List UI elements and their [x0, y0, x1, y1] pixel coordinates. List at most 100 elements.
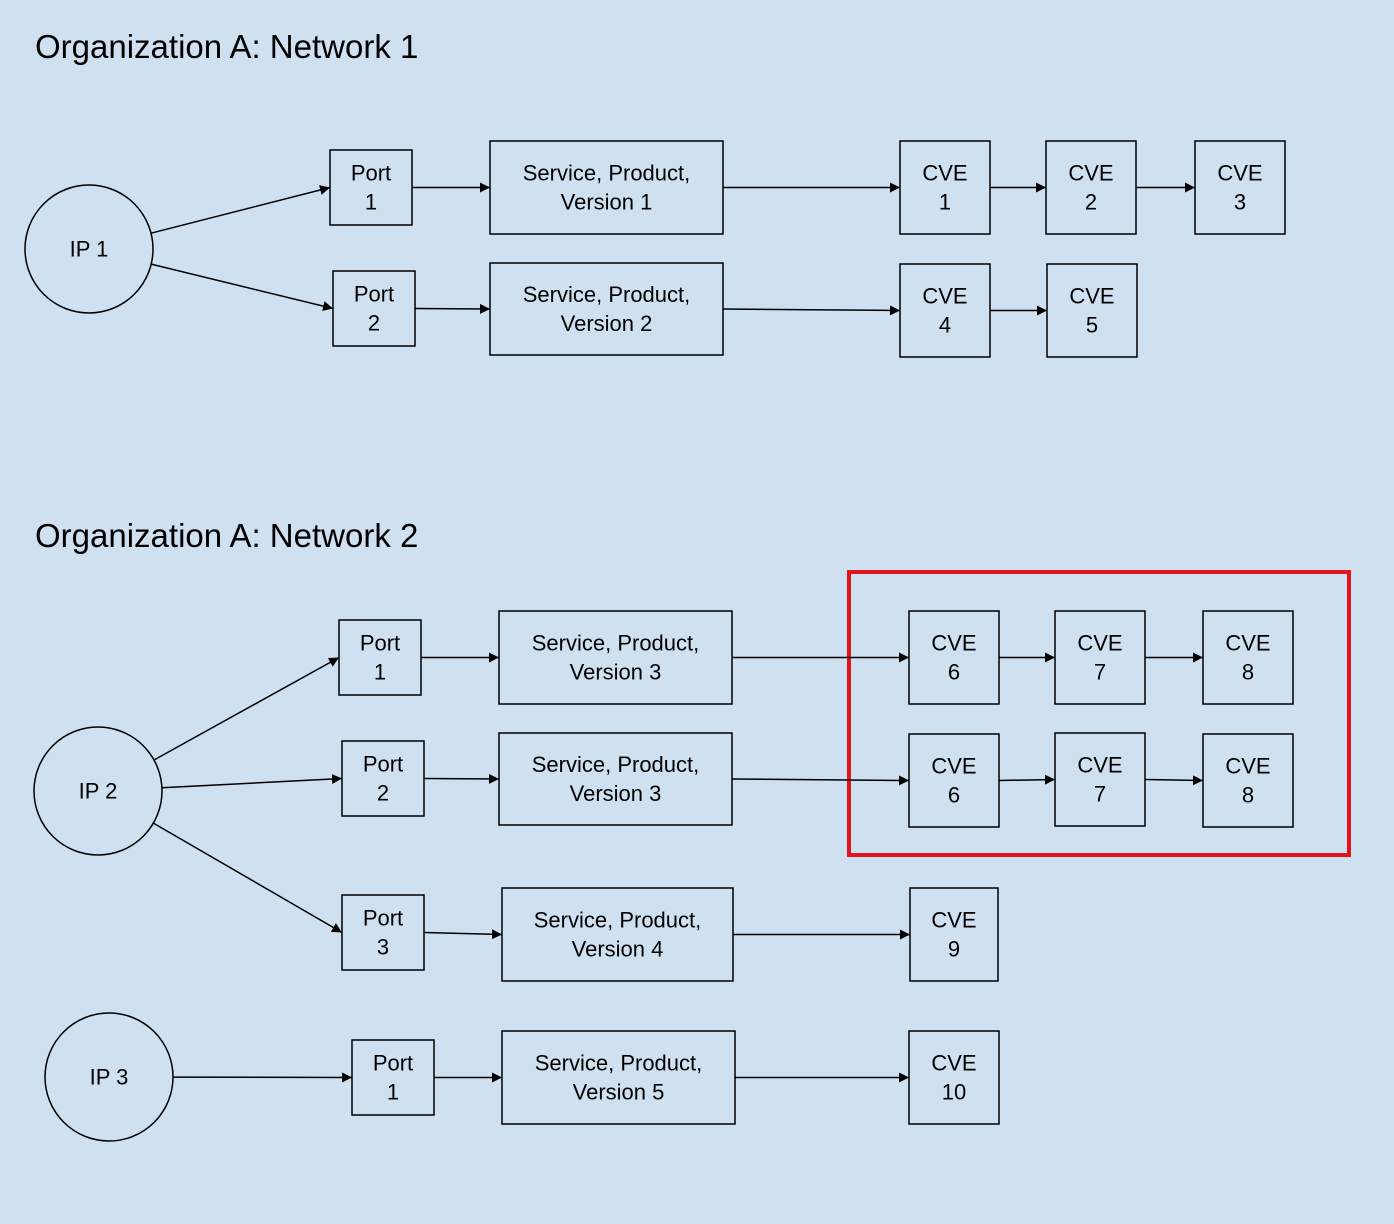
edge-ip2-to-n2p3	[152, 822, 343, 934]
edge-n2p2-to-s3b	[423, 773, 500, 784]
node-shape-c2	[1045, 140, 1137, 235]
node-label-c8a-1: 8	[1242, 660, 1254, 685]
node-label-c7b-1: 7	[1094, 782, 1106, 807]
node-label-n3p1-1: 1	[387, 1080, 399, 1105]
node-label-ip3-0: IP 3	[90, 1065, 129, 1090]
edge-c6b-to-c7b	[998, 774, 1056, 785]
node-label-c1-1: 1	[939, 190, 951, 215]
node-shape-c6b	[908, 733, 1000, 828]
node-label-c7a-0: CVE	[1077, 631, 1122, 656]
node-shape-s1	[489, 140, 724, 235]
node-shape-ip3	[44, 1012, 174, 1142]
node-label-c6a-0: CVE	[931, 631, 976, 656]
node-label-c10-0: CVE	[931, 1051, 976, 1076]
node-label-s4-1: Version 4	[572, 937, 664, 962]
node-label-n3p1-0: Port	[373, 1051, 413, 1076]
node-label-n2p3-1: 3	[377, 935, 389, 960]
node-label-n1p2-0: Port	[354, 282, 394, 307]
node-label-c8b-1: 8	[1242, 783, 1254, 808]
node-label-ip1-0: IP 1	[70, 237, 109, 262]
section-title-network-2: Organization A: Network 2	[35, 517, 419, 554]
node-n1p2: Port 2	[332, 270, 416, 347]
node-shape-c8b	[1202, 733, 1294, 828]
node-label-s2-0: Service, Product,	[523, 282, 691, 307]
node-s2: Service, Product,Version 2	[489, 262, 724, 356]
node-shape-s4	[501, 887, 734, 982]
node-ip2: IP 2	[33, 726, 163, 856]
node-label-c1-0: CVE	[922, 161, 967, 186]
node-n3p1: Port 1	[351, 1039, 435, 1116]
node-label-s5-0: Service, Product,	[535, 1051, 703, 1076]
node-label-c3-0: CVE	[1217, 161, 1262, 186]
node-label-c7b-0: CVE	[1077, 753, 1122, 778]
node-shape-n1p1	[329, 149, 413, 226]
node-shape-c10	[908, 1030, 1000, 1125]
node-s4: Service, Product, Version 4	[501, 887, 734, 982]
edge-ip1-to-n1p2	[151, 263, 334, 311]
node-shape-ip1	[24, 184, 154, 314]
node-shape-c4	[899, 263, 991, 358]
node-label-c5-1: 5	[1086, 313, 1098, 338]
node-label-n2p1-1: 1	[374, 660, 386, 685]
edges-layer	[150, 182, 1204, 1083]
node-label-c4-0: CVE	[922, 284, 967, 309]
node-shape-s3b	[498, 732, 733, 826]
node-label-c3-1: 3	[1234, 190, 1246, 215]
node-label-c10-1: 10	[942, 1080, 966, 1105]
node-shape-c8a	[1202, 610, 1294, 705]
node-label-s1-0: Service, Product,	[523, 161, 691, 186]
node-shape-n3p1	[351, 1039, 435, 1116]
node-shape-ip2	[33, 726, 163, 856]
node-label-ip2-0: IP 2	[79, 779, 118, 804]
edge-n1p2-to-s2	[414, 303, 491, 314]
node-c6b: CVE 6	[908, 733, 1000, 828]
node-label-s1-1: Version 1	[561, 190, 653, 215]
node-label-s3b-1: Version 3	[570, 781, 662, 806]
node-label-n1p2-1: 2	[368, 311, 380, 336]
node-label-c6a-1: 6	[948, 660, 960, 685]
node-label-n2p2-1: 2	[377, 781, 389, 806]
node-c5: CVE 5	[1046, 263, 1138, 358]
node-label-s4-0: Service, Product,	[534, 908, 702, 933]
node-shape-c7a	[1054, 610, 1146, 705]
node-label-s5-1: Version 5	[573, 1080, 665, 1105]
node-shape-c5	[1046, 263, 1138, 358]
node-c8a: CVE 8	[1202, 610, 1294, 705]
node-ip3: IP 3	[44, 1012, 174, 1142]
node-label-c9-0: CVE	[931, 908, 976, 933]
node-c7a: CVE 7	[1054, 610, 1146, 705]
node-shape-s3a	[498, 610, 733, 705]
node-s3a: Service, Product,Version 3	[498, 610, 733, 705]
edge-n2p3-to-s4	[423, 929, 503, 940]
node-label-n1p1-1: 1	[365, 190, 377, 215]
node-label-c2-1: 2	[1085, 190, 1097, 215]
section-title-network-1: Organization A: Network 1	[35, 28, 419, 65]
node-shape-n2p2	[341, 740, 425, 817]
node-n1p1: Port 1	[329, 149, 413, 226]
node-c6a: CVE 6	[908, 610, 1000, 705]
node-label-c8a-0: CVE	[1225, 631, 1270, 656]
node-label-c6b-1: 6	[948, 783, 960, 808]
node-s3b: Service, Product, Version 3	[498, 732, 733, 826]
highlight-box	[847, 570, 1351, 857]
node-shape-s5	[501, 1030, 736, 1125]
node-label-c6b-0: CVE	[931, 754, 976, 779]
node-ip1: IP 1	[24, 184, 154, 314]
node-shape-n1p2	[332, 270, 416, 347]
node-s1: Service, Product, Version 1	[489, 140, 724, 235]
edge-s3b-to-c6b	[731, 775, 910, 786]
node-label-c5-0: CVE	[1069, 284, 1114, 309]
node-label-c7a-1: 7	[1094, 660, 1106, 685]
node-c7b: CVE 7	[1054, 732, 1146, 827]
node-label-n1p1-0: Port	[351, 161, 391, 186]
node-shape-s2	[489, 262, 724, 356]
edge-ip2-to-n2p1	[153, 656, 340, 761]
node-label-s3b-0: Service, Product,	[532, 752, 700, 777]
